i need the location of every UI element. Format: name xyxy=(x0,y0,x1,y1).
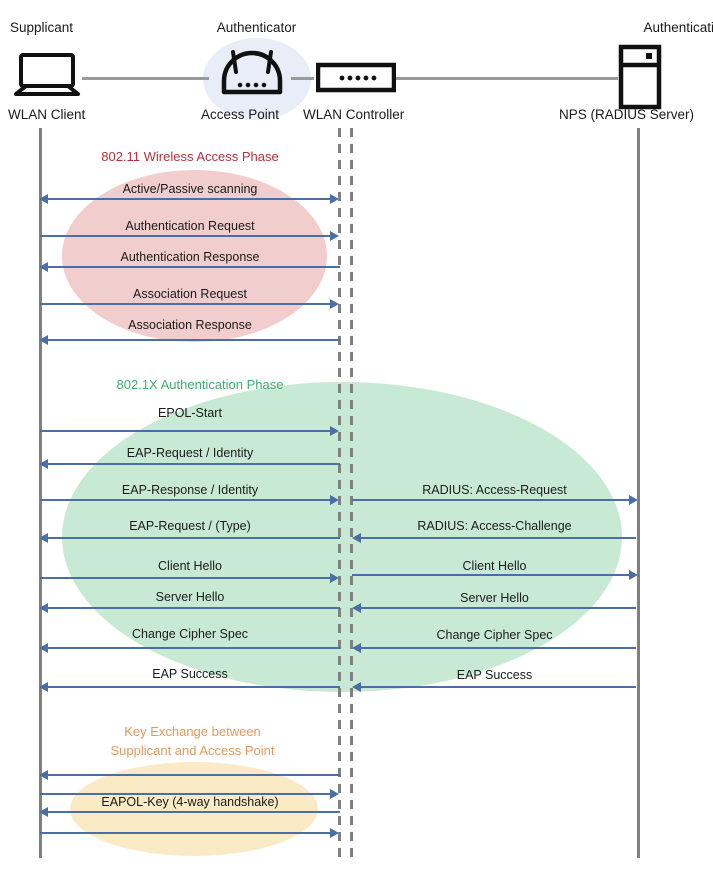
message-label: EAP-Request / (Type) xyxy=(129,519,251,533)
message-line xyxy=(358,686,636,688)
arrowhead-right-icon xyxy=(330,299,339,309)
message-line xyxy=(358,537,636,539)
message-label: Server Hello xyxy=(460,591,529,605)
message-label: Association Request xyxy=(133,287,247,301)
message-label: Authentication Request xyxy=(125,219,255,233)
message-line xyxy=(45,774,340,776)
phase-title-wireless-access: 802.11 Wireless Access Phase xyxy=(101,149,279,164)
laptop-icon xyxy=(12,53,82,103)
wire-client-to-ap xyxy=(82,77,209,80)
message-label: Server Hello xyxy=(155,590,225,604)
arrowhead-left-icon xyxy=(39,459,48,469)
arrowhead-right-icon xyxy=(330,789,339,799)
node-label-wlan-client: WLAN Client xyxy=(8,107,86,122)
role-label-supplicant: Supplicant xyxy=(10,20,74,35)
phase-title-key-exchange-line1: Key Exchange between xyxy=(124,724,261,739)
message-label: Client Hello xyxy=(158,559,222,573)
arrowhead-left-icon xyxy=(39,533,48,543)
message-label: EAPOL-Key (4-way handshake) xyxy=(101,795,279,809)
message-line xyxy=(45,811,340,813)
message-line xyxy=(40,793,337,795)
arrowhead-right-icon xyxy=(330,495,339,505)
message-label: Change Cipher Spec xyxy=(131,627,249,641)
message-label: RADIUS: Access-Challenge xyxy=(417,519,572,533)
arrowhead-right-icon xyxy=(629,495,638,505)
message-line xyxy=(45,647,340,649)
message-label: EPOL-Start xyxy=(158,406,222,420)
arrowhead-right-icon xyxy=(330,828,339,838)
arrowhead-left-icon xyxy=(39,643,48,653)
message-line xyxy=(40,577,337,579)
node-label-access-point: Access Point xyxy=(201,107,280,122)
arrowhead-left-icon xyxy=(352,643,361,653)
arrowhead-right-icon xyxy=(330,573,339,583)
arrowhead-left-icon xyxy=(39,807,48,817)
message-label: EAP Success xyxy=(456,668,533,682)
arrowhead-left-icon xyxy=(39,335,48,345)
message-line xyxy=(40,430,337,432)
arrowhead-left-icon xyxy=(352,603,361,613)
node-label-nps-radius-server: NPS (RADIUS Server) xyxy=(559,107,695,122)
role-label-authenticator: Authenticator xyxy=(216,20,297,35)
arrowhead-left-icon xyxy=(39,682,48,692)
message-line xyxy=(352,499,636,501)
message-label: Change Cipher Spec xyxy=(436,628,553,642)
message-label: EAP Success xyxy=(152,667,228,681)
lifeline-access-point xyxy=(338,128,341,858)
message-line xyxy=(352,574,636,576)
wire-controller-to-server xyxy=(396,77,618,80)
message-line xyxy=(45,463,340,465)
arrowhead-left-icon xyxy=(39,262,48,272)
message-label: Client Hello xyxy=(462,559,527,573)
arrowhead-left-icon xyxy=(352,533,361,543)
access-point-icon xyxy=(212,48,292,105)
arrowhead-right-icon xyxy=(330,426,339,436)
message-line xyxy=(358,607,636,609)
message-line xyxy=(45,266,340,268)
message-line xyxy=(45,607,340,609)
node-label-wlan-controller: WLAN Controller xyxy=(303,107,405,122)
lifeline-nps-radius-server xyxy=(637,128,640,858)
message-label: EAP-Request / Identity xyxy=(126,446,254,460)
role-label-authentication-server: Authentication Server xyxy=(643,20,713,35)
message-label: Active/Passive scanning xyxy=(122,182,258,196)
message-line xyxy=(358,647,636,649)
message-line xyxy=(45,339,340,341)
message-label: Association Response xyxy=(128,318,252,332)
message-line xyxy=(40,832,337,834)
message-line xyxy=(40,499,337,501)
lifeline-wlan-client xyxy=(39,128,42,858)
arrowhead-left-icon xyxy=(352,682,361,692)
arrowhead-right-icon xyxy=(330,231,339,241)
wire-ap-to-controller xyxy=(291,77,314,80)
arrowhead-left-icon xyxy=(39,603,48,613)
message-label: RADIUS: Access-Request xyxy=(422,483,567,497)
arrowhead-left-icon xyxy=(39,194,48,204)
message-line xyxy=(40,235,337,237)
server-icon xyxy=(618,44,662,115)
arrowhead-right-icon xyxy=(330,194,339,204)
message-line xyxy=(45,198,337,200)
message-line xyxy=(40,303,337,305)
message-line xyxy=(45,686,340,688)
phase-blob-key-exchange xyxy=(70,762,318,856)
arrowhead-right-icon xyxy=(629,570,638,580)
phase-title-dot1x-authentication: 802.1X Authentication Phase xyxy=(116,377,284,392)
message-label: Authentication Response xyxy=(120,250,260,264)
lifeline-wlan-controller xyxy=(350,128,353,858)
message-line xyxy=(45,537,340,539)
message-label: EAP-Response / Identity xyxy=(121,483,259,497)
phase-title-key-exchange-line2: Supplicant and Access Point xyxy=(110,743,275,758)
wlan-controller-icon xyxy=(315,62,397,98)
arrowhead-left-icon xyxy=(39,770,48,780)
